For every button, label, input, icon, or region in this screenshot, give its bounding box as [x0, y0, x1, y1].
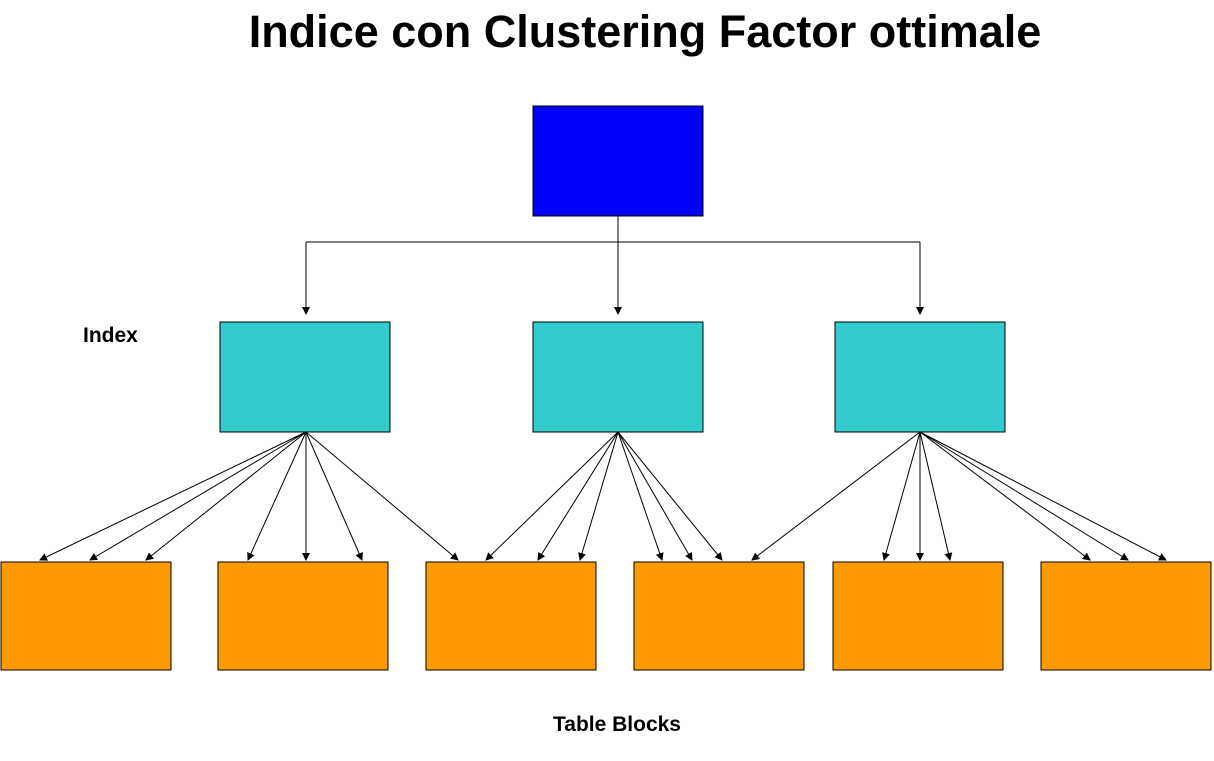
- pointer-arrow: [617, 431, 664, 561]
- pointer-arrow: [537, 431, 619, 561]
- table-block: [832, 561, 1004, 671]
- root-connectors: [302, 216, 924, 315]
- pointer-arrow: [617, 431, 693, 561]
- pointer-arrow: [919, 431, 1167, 561]
- index-block: [834, 321, 1006, 433]
- pointer-arrow: [305, 431, 459, 561]
- table-block: [633, 561, 805, 671]
- pointer-arrow: [882, 431, 921, 561]
- table-block: [1040, 561, 1212, 671]
- table-blocks-label: Table Blocks: [553, 713, 681, 736]
- table-block: [217, 561, 389, 671]
- table-block: [425, 561, 597, 671]
- index-block: [219, 321, 391, 433]
- pointer-arrow: [617, 431, 723, 561]
- diagram-title: Indice con Clustering Factor ottimale: [248, 6, 1042, 57]
- pointer-arrow: [919, 431, 953, 561]
- pointer-arrow: [89, 431, 307, 561]
- table-blocks: [0, 561, 1212, 671]
- pointer-arrow: [919, 431, 1091, 561]
- pointer-arrow: [247, 431, 307, 561]
- index-blocks: [219, 321, 1006, 433]
- pointer-arrow: [919, 431, 1129, 561]
- index-label: Index: [83, 324, 138, 347]
- pointer-arrow: [578, 431, 619, 561]
- index-block: [532, 321, 704, 433]
- table-block: [0, 561, 172, 671]
- pointer-arrow: [751, 431, 921, 561]
- pointer-arrow: [39, 431, 307, 561]
- pointer-arrow: [485, 431, 619, 561]
- root-block: [532, 105, 704, 217]
- pointer-arrow: [305, 431, 363, 561]
- index-to-table-arrows: [39, 431, 1167, 561]
- pointer-arrow: [145, 431, 307, 561]
